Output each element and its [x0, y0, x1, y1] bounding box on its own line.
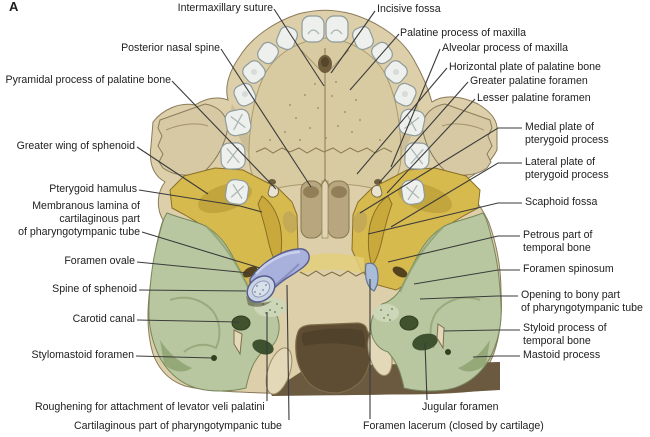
label-foramen-lacerum: Foramen lacerum (closed by cartilage): [363, 420, 544, 432]
label-foramen-spinosum: Foramen spinosum: [523, 263, 614, 275]
label-opening-to-bony-part: Opening to bony part of pharyngotympanic…: [521, 289, 643, 314]
choanae-region: [299, 177, 373, 277]
label-palatine-process-of-maxilla: Palatine process of maxilla: [400, 27, 527, 39]
foramen-magnum: [295, 322, 372, 394]
hard-palate: [248, 37, 402, 194]
label-petrous-part-temporal-bone: Petrous part of temporal bone: [523, 229, 593, 254]
label-incisive-fossa: Incisive fossa: [377, 3, 441, 15]
label-cartilaginous-part-tube: Cartilaginous part of pharyngotympanic t…: [74, 420, 282, 432]
stylomastoid-foramen-opening: [211, 355, 217, 361]
posterior-nasal-spine-shape: [320, 177, 330, 187]
carotid-canal-opening: [231, 315, 251, 331]
label-posterior-nasal-spine: Posterior nasal spine: [121, 42, 220, 54]
styloid-processes: [233, 323, 445, 356]
foramen-lacerum-cartilage: [364, 262, 379, 292]
styloid-process-shape: [436, 323, 445, 350]
label-pyramidal-process: Pyramidal process of palatine bone: [5, 74, 171, 86]
label-alveolar-process-of-maxilla: Alveolar process of maxilla: [442, 42, 568, 54]
dental-arch: [220, 15, 430, 205]
palate-stipple: [269, 81, 381, 141]
leader-lines: [135, 8, 522, 421]
label-lateral-plate-pterygoid: Lateral plate of pterygoid process: [525, 156, 609, 181]
tube-cartilage: [246, 248, 379, 307]
label-pterygoid-hamulus: Pterygoid hamulus: [49, 183, 137, 195]
label-spine-of-sphenoid: Spine of sphenoid: [52, 283, 137, 295]
label-horizontal-plate-palatine-bone: Horizontal plate of palatine bone: [449, 61, 601, 73]
label-greater-wing-of-sphenoid: Greater wing of sphenoid: [16, 140, 135, 152]
label-styloid-process: Styloid process of temporal bone: [523, 322, 607, 347]
zygomatic-processes: [157, 103, 493, 176]
figure-letter: A: [9, 0, 19, 14]
label-intermaxillary-suture: Intermaxillary suture: [177, 2, 273, 14]
mastoid-process-right: [458, 340, 490, 372]
jugular-foramen-opening: [412, 333, 438, 351]
label-jugular-foramen: Jugular foramen: [422, 401, 499, 413]
label-lesser-palatine-foramen: Lesser palatine foramen: [477, 92, 591, 104]
label-medial-plate-pterygoid: Medial plate of pterygoid process: [525, 121, 609, 146]
cartilage-stipple: [253, 283, 268, 296]
label-foramen-ovale: Foramen ovale: [64, 255, 135, 267]
label-greater-palatine-foramen: Greater palatine foramen: [470, 75, 588, 87]
label-stylomastoid-foramen: Stylomastoid foramen: [31, 349, 134, 361]
label-scaphoid-fossa: Scaphoid fossa: [525, 196, 598, 208]
label-carotid-canal: Carotid canal: [72, 313, 135, 325]
label-membranous-lamina: Membranous lamina of cartilaginous part …: [18, 200, 140, 238]
label-roughening-levator: Roughening for attachment of levator vel…: [35, 401, 265, 413]
mastoid-process-left: [160, 340, 192, 372]
pterygoid-hamulus-shape: [267, 184, 279, 198]
label-mastoid-process: Mastoid process: [523, 349, 601, 361]
